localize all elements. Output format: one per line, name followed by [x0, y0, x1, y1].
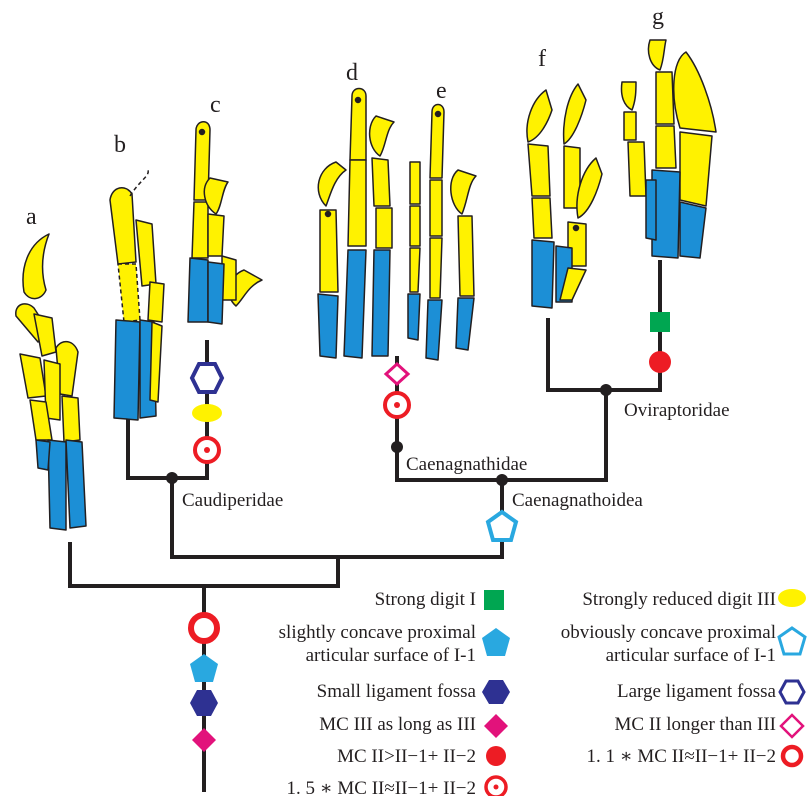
clade-label-oviraptoridae: Oviraptoridae [624, 400, 730, 421]
strong-digit-i-marker [650, 312, 670, 332]
taxon-label-e: e [436, 78, 447, 104]
slightly-concave-marker-root [190, 654, 218, 682]
legend-slightly-concave-text-2: articular surface of I-1 [306, 645, 476, 666]
hand-e [408, 105, 476, 361]
ratio-15-marker-c-dot [204, 447, 210, 453]
legend-reduced-digit-iii-text: Strongly reduced digit III [582, 589, 776, 610]
node-caudiperidae [166, 472, 178, 484]
legend-obviously-concave-text-1: obviously concave proximal [561, 622, 776, 643]
legend-mc2-longer-text: MC II longer than III [615, 714, 776, 735]
legend-slightly-concave-symbol [482, 628, 510, 656]
legend-mc3-as-long-text: MC III as long as III [319, 714, 476, 735]
clade-label-caenagnathidae: Caenagnathidae [406, 454, 527, 475]
clade-labels: Caudiperidae Caenagnathidae Caenagnathoi… [182, 400, 730, 511]
taxon-label-f: f [538, 46, 546, 72]
hand-d [318, 89, 394, 359]
legend-small-fossa-text: Small ligament fossa [317, 681, 477, 702]
taxon-label-g: g [652, 4, 664, 30]
legend-slightly-concave-text-1: slightly concave proximal [279, 622, 476, 643]
legend-mc2-greater-symbol [486, 746, 506, 766]
mc2-greater-marker [649, 351, 671, 373]
legend-large-fossa-text: Large ligament fossa [617, 681, 777, 702]
legend-mc3-as-long-symbol [484, 714, 508, 738]
hand-b [110, 170, 164, 420]
node-caenagnathidae [391, 441, 403, 453]
ratio-11-marker-root [191, 615, 217, 641]
legend: Strong digit I slightly concave proximal… [279, 589, 806, 796]
obviously-concave-marker [488, 512, 516, 540]
legend-strong-digit-i-text: Strong digit I [375, 589, 476, 610]
legend-mc2-greater-text: MC II>II−1+ II−2 [337, 746, 476, 767]
mc3-as-long-marker-root [192, 728, 216, 752]
legend-ratio-15-symbol-dot [494, 785, 499, 790]
legend-strong-digit-i-symbol [484, 590, 504, 610]
legend-ratio-11-symbol [783, 747, 801, 765]
legend-reduced-digit-iii-symbol [778, 589, 806, 607]
node-caenagnathoidea [496, 474, 508, 486]
legend-ratio-15-text: 1. 5 ∗ MC II≈II−1+ II−2 [286, 778, 476, 796]
hand-drawings [16, 40, 716, 530]
large-fossa-marker-c [192, 364, 222, 392]
clade-label-caudiperidae: Caudiperidae [182, 490, 283, 511]
legend-ratio-11-text: 1. 1 ∗ MC II≈II−1+ II−2 [586, 746, 776, 767]
clade-label-caenagnathoidea: Caenagnathoidea [512, 490, 643, 511]
taxon-label-d: d [346, 60, 358, 86]
node-oviraptoridae [600, 384, 612, 396]
taxon-label-b: b [114, 132, 126, 158]
mc2-longer-marker [386, 364, 408, 384]
small-fossa-marker-root [190, 690, 218, 716]
ratio-15-marker-caenagnathidae-dot [394, 402, 400, 408]
legend-obviously-concave-text-2: articular surface of I-1 [606, 645, 776, 666]
legend-large-fossa-symbol [780, 681, 804, 703]
legend-small-fossa-symbol [482, 680, 510, 704]
legend-obviously-concave-symbol [779, 628, 805, 654]
hand-g [621, 40, 716, 258]
hand-f [527, 84, 602, 308]
legend-mc2-longer-symbol [781, 715, 803, 737]
hand-a [16, 234, 86, 530]
taxon-label-c: c [210, 92, 221, 118]
reduced-digit-iii-marker-c [192, 404, 222, 422]
hand-c [188, 122, 262, 324]
taxon-label-a: a [26, 204, 37, 230]
